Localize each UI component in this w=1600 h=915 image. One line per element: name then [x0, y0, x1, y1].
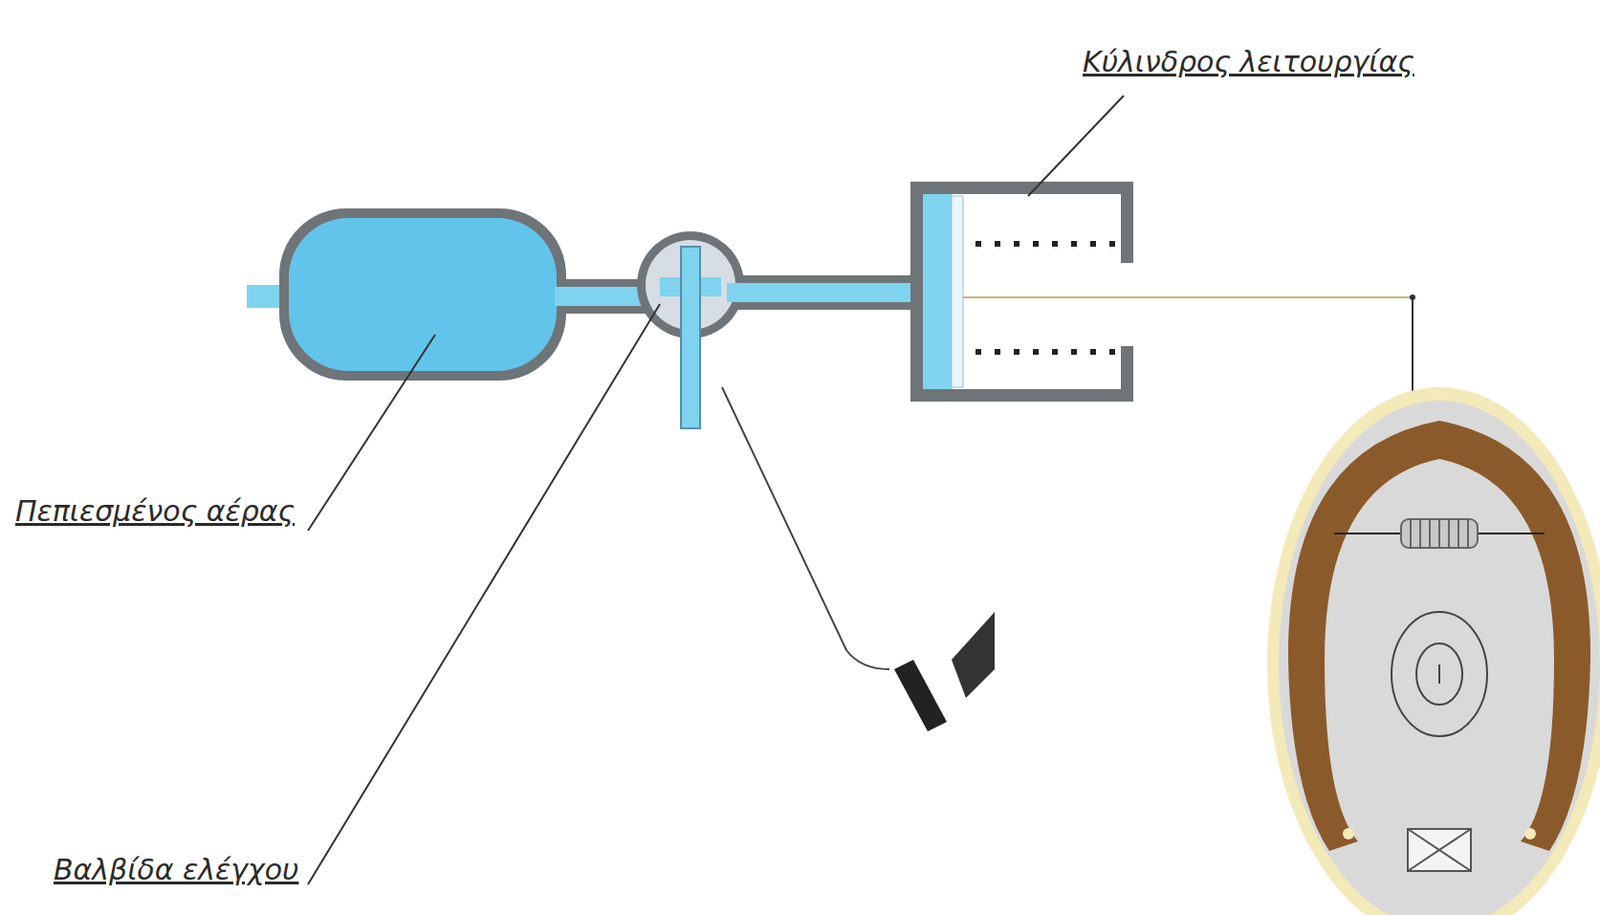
cylinder-housing [910, 181, 1134, 402]
pivot [1409, 294, 1416, 301]
anchor-pin [1407, 829, 1471, 872]
leader-line [307, 304, 660, 885]
part-label: Βαλβίδα ελέγχου [53, 854, 299, 886]
foot [951, 612, 995, 699]
anchor-cross [1407, 829, 1471, 872]
part-label: Πεπιεσμένος αέρας [15, 495, 295, 527]
spring [975, 241, 1119, 247]
pedal [894, 659, 947, 732]
axle [1416, 643, 1463, 705]
air-tank [288, 218, 557, 372]
brake-shoe [1439, 420, 1591, 852]
hub [1391, 612, 1488, 737]
part-label: Κύλινδρος λειτουργίας [1082, 45, 1415, 78]
drum-face [1278, 400, 1600, 915]
piston-rod [963, 296, 1413, 299]
air-chamber [922, 194, 952, 390]
valve-spool [680, 246, 701, 429]
shoe-pin [1524, 828, 1536, 840]
cylinder-bore [922, 194, 1121, 390]
brake-drum [1267, 387, 1600, 915]
brake-shoe [1288, 420, 1440, 852]
leader-line [1028, 95, 1124, 197]
axle-mark [1438, 664, 1441, 684]
leader-line [307, 334, 436, 531]
spring-coils [1410, 519, 1469, 548]
pipe [726, 283, 938, 303]
pedal-linkage [722, 387, 890, 670]
shoe-pin [1342, 828, 1355, 840]
return-spring [1401, 519, 1478, 548]
piston [951, 196, 964, 388]
spring [975, 349, 1119, 355]
